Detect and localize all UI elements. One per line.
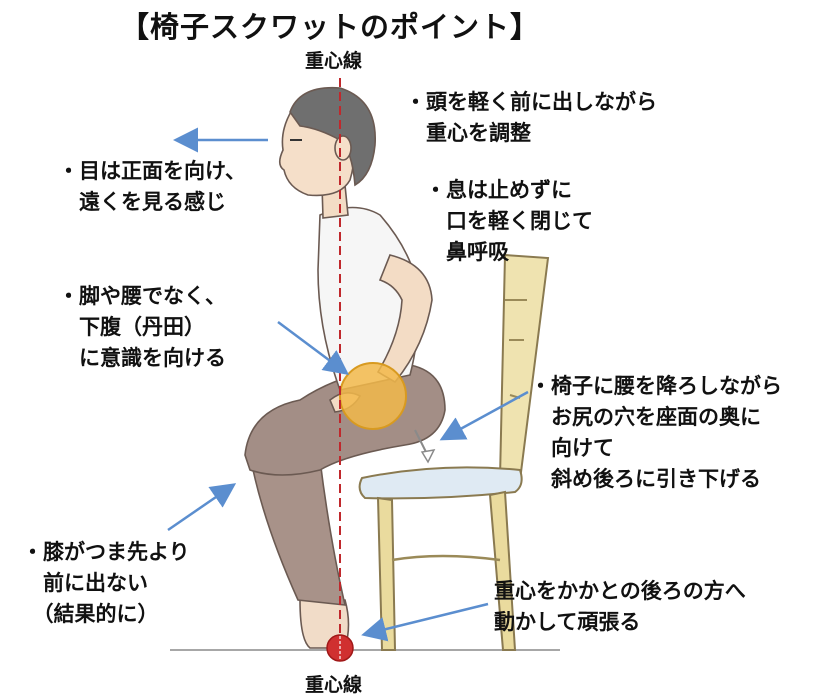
lower-leg	[249, 454, 347, 606]
chair-leg-front	[376, 496, 397, 651]
note-breath-line-3: 鼻呼吸	[425, 239, 509, 264]
knee-arrow-icon	[167, 483, 237, 532]
note-breath-line-1: ・息は止めずに	[425, 177, 572, 202]
chair-seat	[358, 466, 523, 500]
note-hips-line-1: ・椅子に腰を降ろしながら	[530, 373, 782, 398]
note-hips-line-3: 向けて	[530, 435, 614, 460]
note-hips-line-2: お尻の穴を座面の奥に	[530, 404, 761, 429]
tanden-circle	[339, 362, 407, 430]
note-eyes-line-1: ・目は正面を向け、	[58, 158, 246, 183]
note-eyes: ・目は正面を向け、 遠くを見る感じ	[58, 155, 246, 217]
note-abdomen-line-1: ・脚や腰でなく、	[58, 283, 226, 308]
note-hips: ・椅子に腰を降ろしながら お尻の穴を座面の奥に 向けて 斜め後ろに引き下げる	[530, 370, 782, 494]
note-heel-line-2: 動かして頑張る	[494, 609, 641, 634]
note-knees: ・膝がつま先より 前に出ない （結果的に）	[22, 536, 190, 629]
abdomen-arrow-icon	[277, 320, 350, 375]
heel-arrow-icon	[361, 602, 489, 642]
center-line-label-top: 重心線	[305, 50, 363, 72]
note-head: ・頭を軽く前に出しながら 重心を調整	[405, 86, 657, 148]
chair-leg-back	[488, 490, 517, 651]
chair-rung	[391, 554, 501, 562]
note-knees-line-1: ・膝がつま先より	[22, 539, 190, 564]
note-abdomen: ・脚や腰でなく、 下腹（丹田） に意識を向ける	[58, 280, 226, 373]
center-line-label-bottom: 重心線	[305, 674, 363, 696]
note-breath: ・息は止めずに 口を軽く閉じて 鼻呼吸	[425, 174, 593, 267]
note-heel: 重心をかかとの後ろの方へ 動かして頑張る	[494, 575, 746, 637]
chair-illustration	[358, 253, 550, 651]
note-knees-line-3: （結果的に）	[22, 601, 159, 626]
person-illustration	[244, 86, 446, 649]
note-head-line-2: 重心を調整	[405, 120, 531, 145]
note-eyes-line-2: 遠くを見る感じ	[58, 189, 226, 214]
note-head-line-1: ・頭を軽く前に出しながら	[405, 89, 657, 114]
note-heel-line-1: 重心をかかとの後ろの方へ	[494, 578, 746, 603]
note-abdomen-line-2: 下腹（丹田）	[58, 314, 205, 339]
note-abdomen-line-3: に意識を向ける	[58, 345, 226, 370]
note-breath-line-2: 口を軽く閉じて	[425, 208, 593, 233]
note-knees-line-2: 前に出ない	[22, 570, 148, 595]
hips-arrow-icon	[439, 390, 529, 441]
hair	[289, 86, 376, 187]
note-hips-line-4: 斜め後ろに引き下げる	[530, 466, 761, 491]
ear	[334, 135, 352, 161]
